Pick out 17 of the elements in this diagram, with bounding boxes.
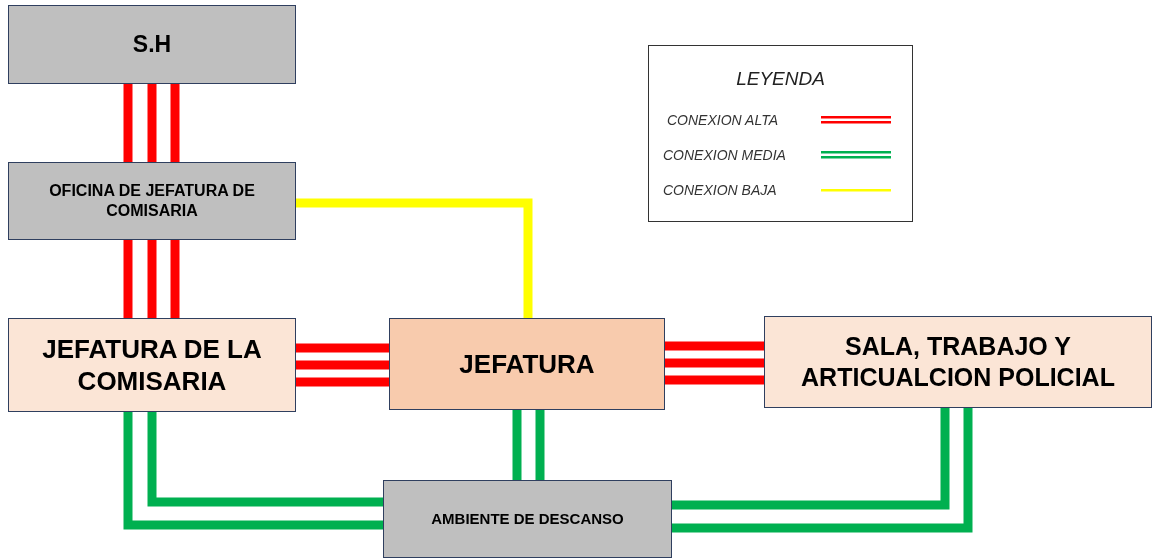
legend-title: LEYENDA: [735, 68, 826, 90]
legend-label: CONEXION ALTA: [667, 112, 778, 128]
process-box: [389, 318, 665, 410]
node-label: AMBIENTE DE DESCANSO: [431, 509, 624, 529]
node-label: S.H: [132, 30, 172, 59]
connector-line: [296, 198, 533, 318]
process-box: [8, 318, 296, 412]
process-box: [8, 5, 296, 84]
node-label: JEFATURA: [459, 347, 595, 381]
node-label: OFICINA DE JEFATURA DE COMISARIA: [48, 181, 256, 221]
node-label: JEFATURA DE LA COMISARIA: [41, 332, 263, 398]
legend-label: CONEXION MEDIA: [663, 147, 786, 163]
node-label: SALA, TRABAJO Y ARTICUALCION POLICIAL: [800, 330, 1116, 393]
process-box: [8, 162, 296, 240]
process-box: [383, 480, 672, 558]
process-box: [764, 316, 1152, 408]
legend-label: CONEXION BAJA: [663, 182, 777, 198]
